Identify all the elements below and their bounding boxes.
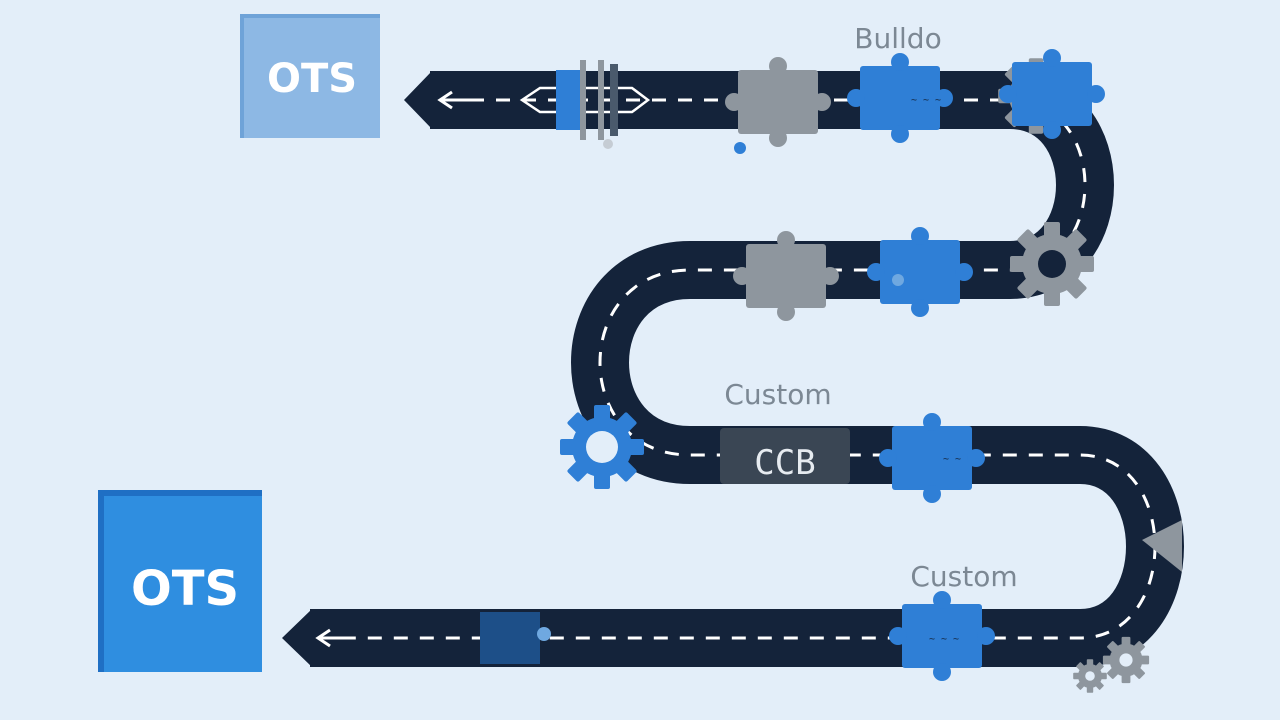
road-body	[310, 71, 1184, 667]
puzzle-piece-icon	[867, 227, 973, 317]
road-marker-icon	[519, 86, 651, 114]
ots-label-top: OTS	[267, 56, 357, 102]
road-tip-top	[404, 71, 432, 129]
arrow-left-icon	[437, 90, 470, 110]
piece-scribble: ~ ~ ~	[929, 634, 959, 645]
gear-icon	[560, 405, 644, 489]
triangle-marker-icon	[1142, 520, 1182, 572]
piece-scribble: ~ ~	[943, 454, 961, 465]
ots-box-bottom: OTS	[98, 490, 262, 672]
vertical-bars-icon	[556, 60, 618, 140]
dot-icon	[734, 142, 746, 154]
gear-icon	[1073, 659, 1107, 693]
dot-icon	[603, 139, 613, 149]
puzzle-piece-icon	[879, 413, 985, 503]
arrow-left-icon	[315, 628, 352, 648]
gear-icon	[1102, 636, 1150, 684]
gear-icon	[1010, 222, 1094, 306]
block-text: CCB	[754, 443, 815, 483]
custom-label-lower: Custom	[910, 560, 1017, 593]
road-tip-bottom	[282, 609, 312, 667]
dot-icon	[892, 274, 904, 286]
winding-road	[282, 71, 1184, 667]
custom-label-upper: Custom	[724, 378, 831, 411]
puzzle-piece-icon	[733, 231, 839, 321]
ots-box-top: OTS	[240, 14, 380, 138]
road-segment-blue	[480, 612, 540, 664]
puzzle-piece-icon	[999, 49, 1105, 139]
ots-label-bottom: OTS	[131, 561, 239, 617]
piece-scribble: ~ ~ ~	[911, 95, 941, 106]
dot-icon	[537, 627, 551, 641]
build-label: Bulldo	[854, 22, 941, 55]
text-block: CCB	[720, 428, 850, 484]
puzzle-piece-icon	[725, 57, 831, 147]
road-center-line	[340, 98, 1157, 640]
